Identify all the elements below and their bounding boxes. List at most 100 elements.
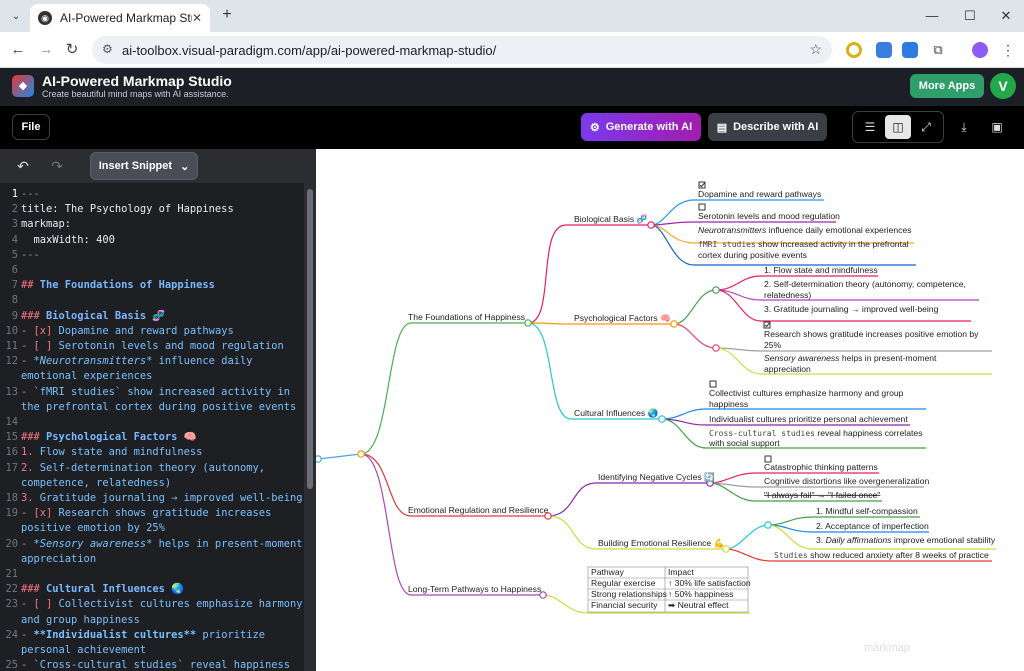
edge-sdt [716,290,979,300]
reload-icon[interactable]: ↻ [62,40,82,60]
node-foundations[interactable] [525,320,531,326]
leaf-cross-rest: reveal happiness correlates [815,428,922,438]
line-number: 19 [0,506,18,521]
user-avatar[interactable]: V [990,73,1016,99]
code-editor[interactable]: 1---2title: The Psychology of Happiness3… [0,183,304,671]
node-cultural[interactable] [659,416,665,422]
line-number: 14 [0,415,18,430]
scrollbar-thumb[interactable] [307,189,313,489]
checkbox-unchecked-icon[interactable] [699,204,705,210]
minimize-icon[interactable]: — [922,6,942,26]
mindmap-canvas[interactable]: The Foundations of Happiness Emotional R… [316,149,1024,671]
code-line: 5--- [0,248,304,263]
site-favicon-icon: ◉ [38,11,52,25]
label-emotional: Emotional Regulation and Resilience [408,505,549,515]
profile-icon[interactable] [972,42,988,58]
leaf-catastrophic: Catastrophic thinking patterns [764,462,878,472]
forward-arrow-icon[interactable]: → [36,40,56,60]
close-tab-icon[interactable]: ✕ [192,11,202,25]
robot-icon: ⚙ [590,121,600,134]
code-line: positive emotion by 25% [0,521,304,536]
browser-tab[interactable]: ◉ AI-Powered Markmap Studio ✕ [30,4,210,32]
node-building-ol[interactable] [765,522,771,528]
editor-scrollbar[interactable] [304,183,316,671]
generate-with-ai-button[interactable]: ⚙ Generate with AI [581,113,701,141]
edge-foundations [361,323,528,454]
extensions-puzzle-icon[interactable]: ⧉ [930,42,946,58]
chevron-down-icon: ⌄ [180,160,189,173]
table-cell: Strong relationships [591,589,667,599]
insert-snippet-button[interactable]: Insert Snippet ⌄ [90,152,198,180]
node-psych[interactable] [671,321,677,327]
new-tab-icon[interactable]: + [218,6,236,24]
bookmark-star-icon[interactable]: ☆ [809,41,822,58]
edge-psych-ol [674,290,716,324]
code-text: the prefrontal cortex during positive ev… [21,400,296,415]
checkbox-unchecked-icon[interactable] [710,381,716,387]
leaf-affirm-num: 3. [816,535,826,545]
undo-icon[interactable]: ↶ [14,157,32,175]
root-hub-node[interactable] [358,451,364,457]
code-line: 12- *Neurotransmitters* influence daily [0,354,304,369]
describe-with-ai-button[interactable]: ▤ Describe with AI [708,113,827,141]
code-line: 19- [x] Research shows gratitude increas… [0,506,304,521]
site-info-icon[interactable]: ⚙ [102,42,113,56]
redo-icon[interactable]: ↷ [48,157,66,175]
download-icon[interactable]: ⤓ [955,118,973,136]
maximize-icon[interactable]: ☐ [960,6,980,26]
url-field[interactable]: ⚙ ai-toolbox.visual-paradigm.com/app/ai-… [92,36,832,64]
back-arrow-icon[interactable]: ← [8,40,28,60]
editor-view-icon[interactable]: ☰ [857,115,883,139]
leaf-fmri-code: fMRI studies [698,240,756,249]
code-text: - [ ] Collectivist cultures emphasize ha… [21,597,303,612]
code-line: 10- [x] Dopamine and reward pathways [0,324,304,339]
line-number: 7 [0,278,18,293]
browser-menu-icon[interactable]: ⋮ [1000,42,1016,58]
line-number: 25 [0,658,18,671]
line-number: 15 [0,430,18,445]
code-text: - `Cross-cultural studies` reveal happin… [21,658,290,671]
address-bar-row: ← → ↻ ⚙ ai-toolbox.visual-paradigm.com/a… [0,32,1024,68]
line-number: 6 [0,263,18,278]
table-cell: ↑ 30% life satisfaction [668,578,751,588]
image-export-icon[interactable]: ▣ [988,118,1006,136]
tab-search-chevron-icon[interactable]: ⌄ [6,6,26,26]
leaf-compassion: 1. Mindful self-compassion [816,506,918,516]
code-text: ## The Foundations of Happiness [21,278,215,293]
code-line: personal achievement [0,643,304,658]
more-apps-button[interactable]: More Apps [910,74,984,98]
edge-negative [548,483,710,516]
line-number: 12 [0,354,18,369]
label-cultural: Cultural Influences 🌏 [574,408,659,418]
node-psych-ul[interactable] [713,345,719,351]
code-line: emotional experiences [0,369,304,384]
extension-ring-icon[interactable] [846,42,862,58]
leaf-affirm-rest: improve emotional stability [891,535,995,545]
label-bio: Biological Basis 🧬 [574,213,648,225]
close-window-icon[interactable]: ✕ [996,6,1016,26]
extension-blue-icon[interactable] [876,42,892,58]
fullscreen-view-icon[interactable]: ⤢ [913,115,939,139]
line-number: 8 [0,293,18,308]
node-psych-ol[interactable] [713,287,719,293]
leaf-fmri-rest: show increased activity in the prefronta… [756,239,909,249]
node-bio[interactable] [648,222,654,228]
edge-longterm [361,454,543,595]
edge-research [716,348,992,351]
split-view-icon[interactable]: ◫ [885,115,911,139]
leaf-imperfection: 2. Acceptance of imperfection [816,521,929,531]
label-negative: Identifying Negative Cycles 🔄 [598,472,715,482]
file-menu-button[interactable]: File [12,114,50,140]
leaf-sensory-em: Sensory awareness [764,353,840,363]
app-header: ◆ AI-Powered Markmap Studio Create beaut… [0,68,1024,106]
line-number: 21 [0,567,18,582]
download-extension-icon[interactable] [902,42,918,58]
line-number: 16 [0,445,18,460]
browser-tab-strip: ⌄ ◉ AI-Powered Markmap Studio ✕ + — ☐ ✕ [0,0,1024,32]
leaf-distortions: Cognitive distortions like overgeneraliz… [764,476,929,486]
root-node[interactable] [316,456,321,462]
url-text: ai-toolbox.visual-paradigm.com/app/ai-po… [122,43,496,58]
line-number: 22 [0,582,18,597]
code-line: 4 maxWidth: 400 [0,233,304,248]
line-number: 9 [0,309,18,324]
